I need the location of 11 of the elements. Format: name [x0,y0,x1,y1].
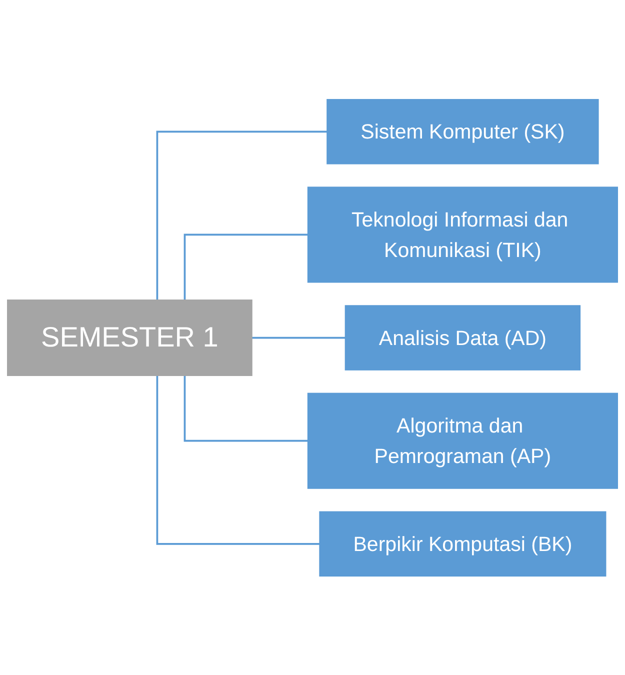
connector [250,336,346,338]
connector [156,375,320,545]
connector [156,130,328,300]
node-box: Analisis Data (AD) [344,304,581,370]
node-box: Berpikir Komputasi (BK) [319,510,606,576]
connector [184,234,308,300]
connector [184,375,308,442]
node-box: Sistem Komputer (SK) [326,98,599,164]
node-box: Teknologi Informasi dan Komunikasi (TIK) [307,186,618,282]
node-box: SEMESTER 1 [7,299,252,376]
node-box: Algoritma dan Pemrograman (AP) [307,392,618,489]
